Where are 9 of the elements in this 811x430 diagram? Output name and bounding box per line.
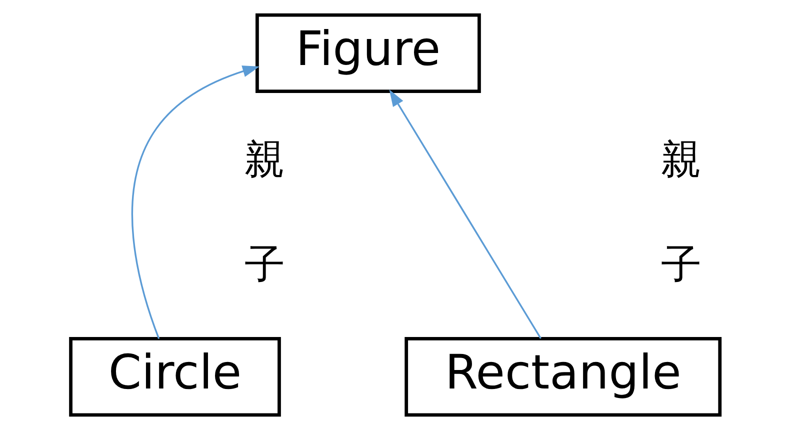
arrow	[389, 89, 542, 339]
node-box: Figure	[256, 13, 481, 93]
label: 親	[661, 134, 702, 183]
arrow	[131, 66, 260, 339]
label: 親	[244, 134, 286, 183]
label: 子	[244, 240, 286, 288]
node-box: Circle	[69, 337, 281, 417]
label: 子	[661, 240, 702, 288]
node-box: Rectangle	[404, 337, 722, 417]
